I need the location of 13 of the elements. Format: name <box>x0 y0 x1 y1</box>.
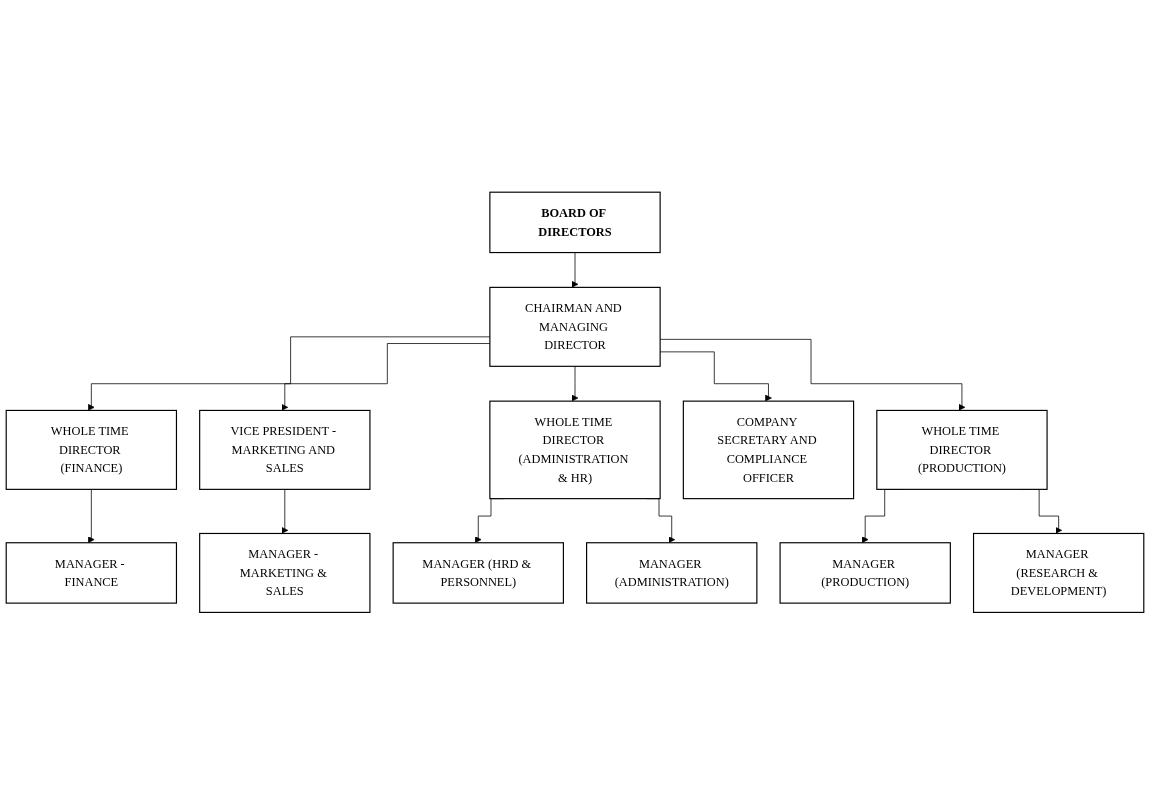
node-box: CHAIRMAN AND MANAGING DIRECTOR <box>489 286 661 367</box>
node-box: WHOLE TIME DIRECTOR (PRODUCTION) <box>876 409 1048 490</box>
node-box: MANAGER - MARKETING & SALES <box>199 532 371 613</box>
node-box: VICE PRESIDENT - MARKETING AND SALES <box>199 409 371 490</box>
node-box: MANAGER (ADMINISTRATION) <box>586 541 758 604</box>
node-box: COMPANY SECRETARY AND COMPLIANCE OFFICER <box>682 400 855 499</box>
node-box: MANAGER (RESEARCH & DEVELOPMENT) <box>972 532 1145 613</box>
node-box: BOARD OF DIRECTORS <box>489 191 661 253</box>
node-box: MANAGER (HRD & PERSONNEL) <box>392 541 564 604</box>
node-box: WHOLE TIME DIRECTOR (ADMINISTRATION & HR) <box>489 400 661 499</box>
node-box: WHOLE TIME DIRECTOR (FINANCE) <box>5 409 178 490</box>
node-box: MANAGER - FINANCE <box>5 541 178 604</box>
node-box: MANAGER (PRODUCTION) <box>779 541 951 604</box>
